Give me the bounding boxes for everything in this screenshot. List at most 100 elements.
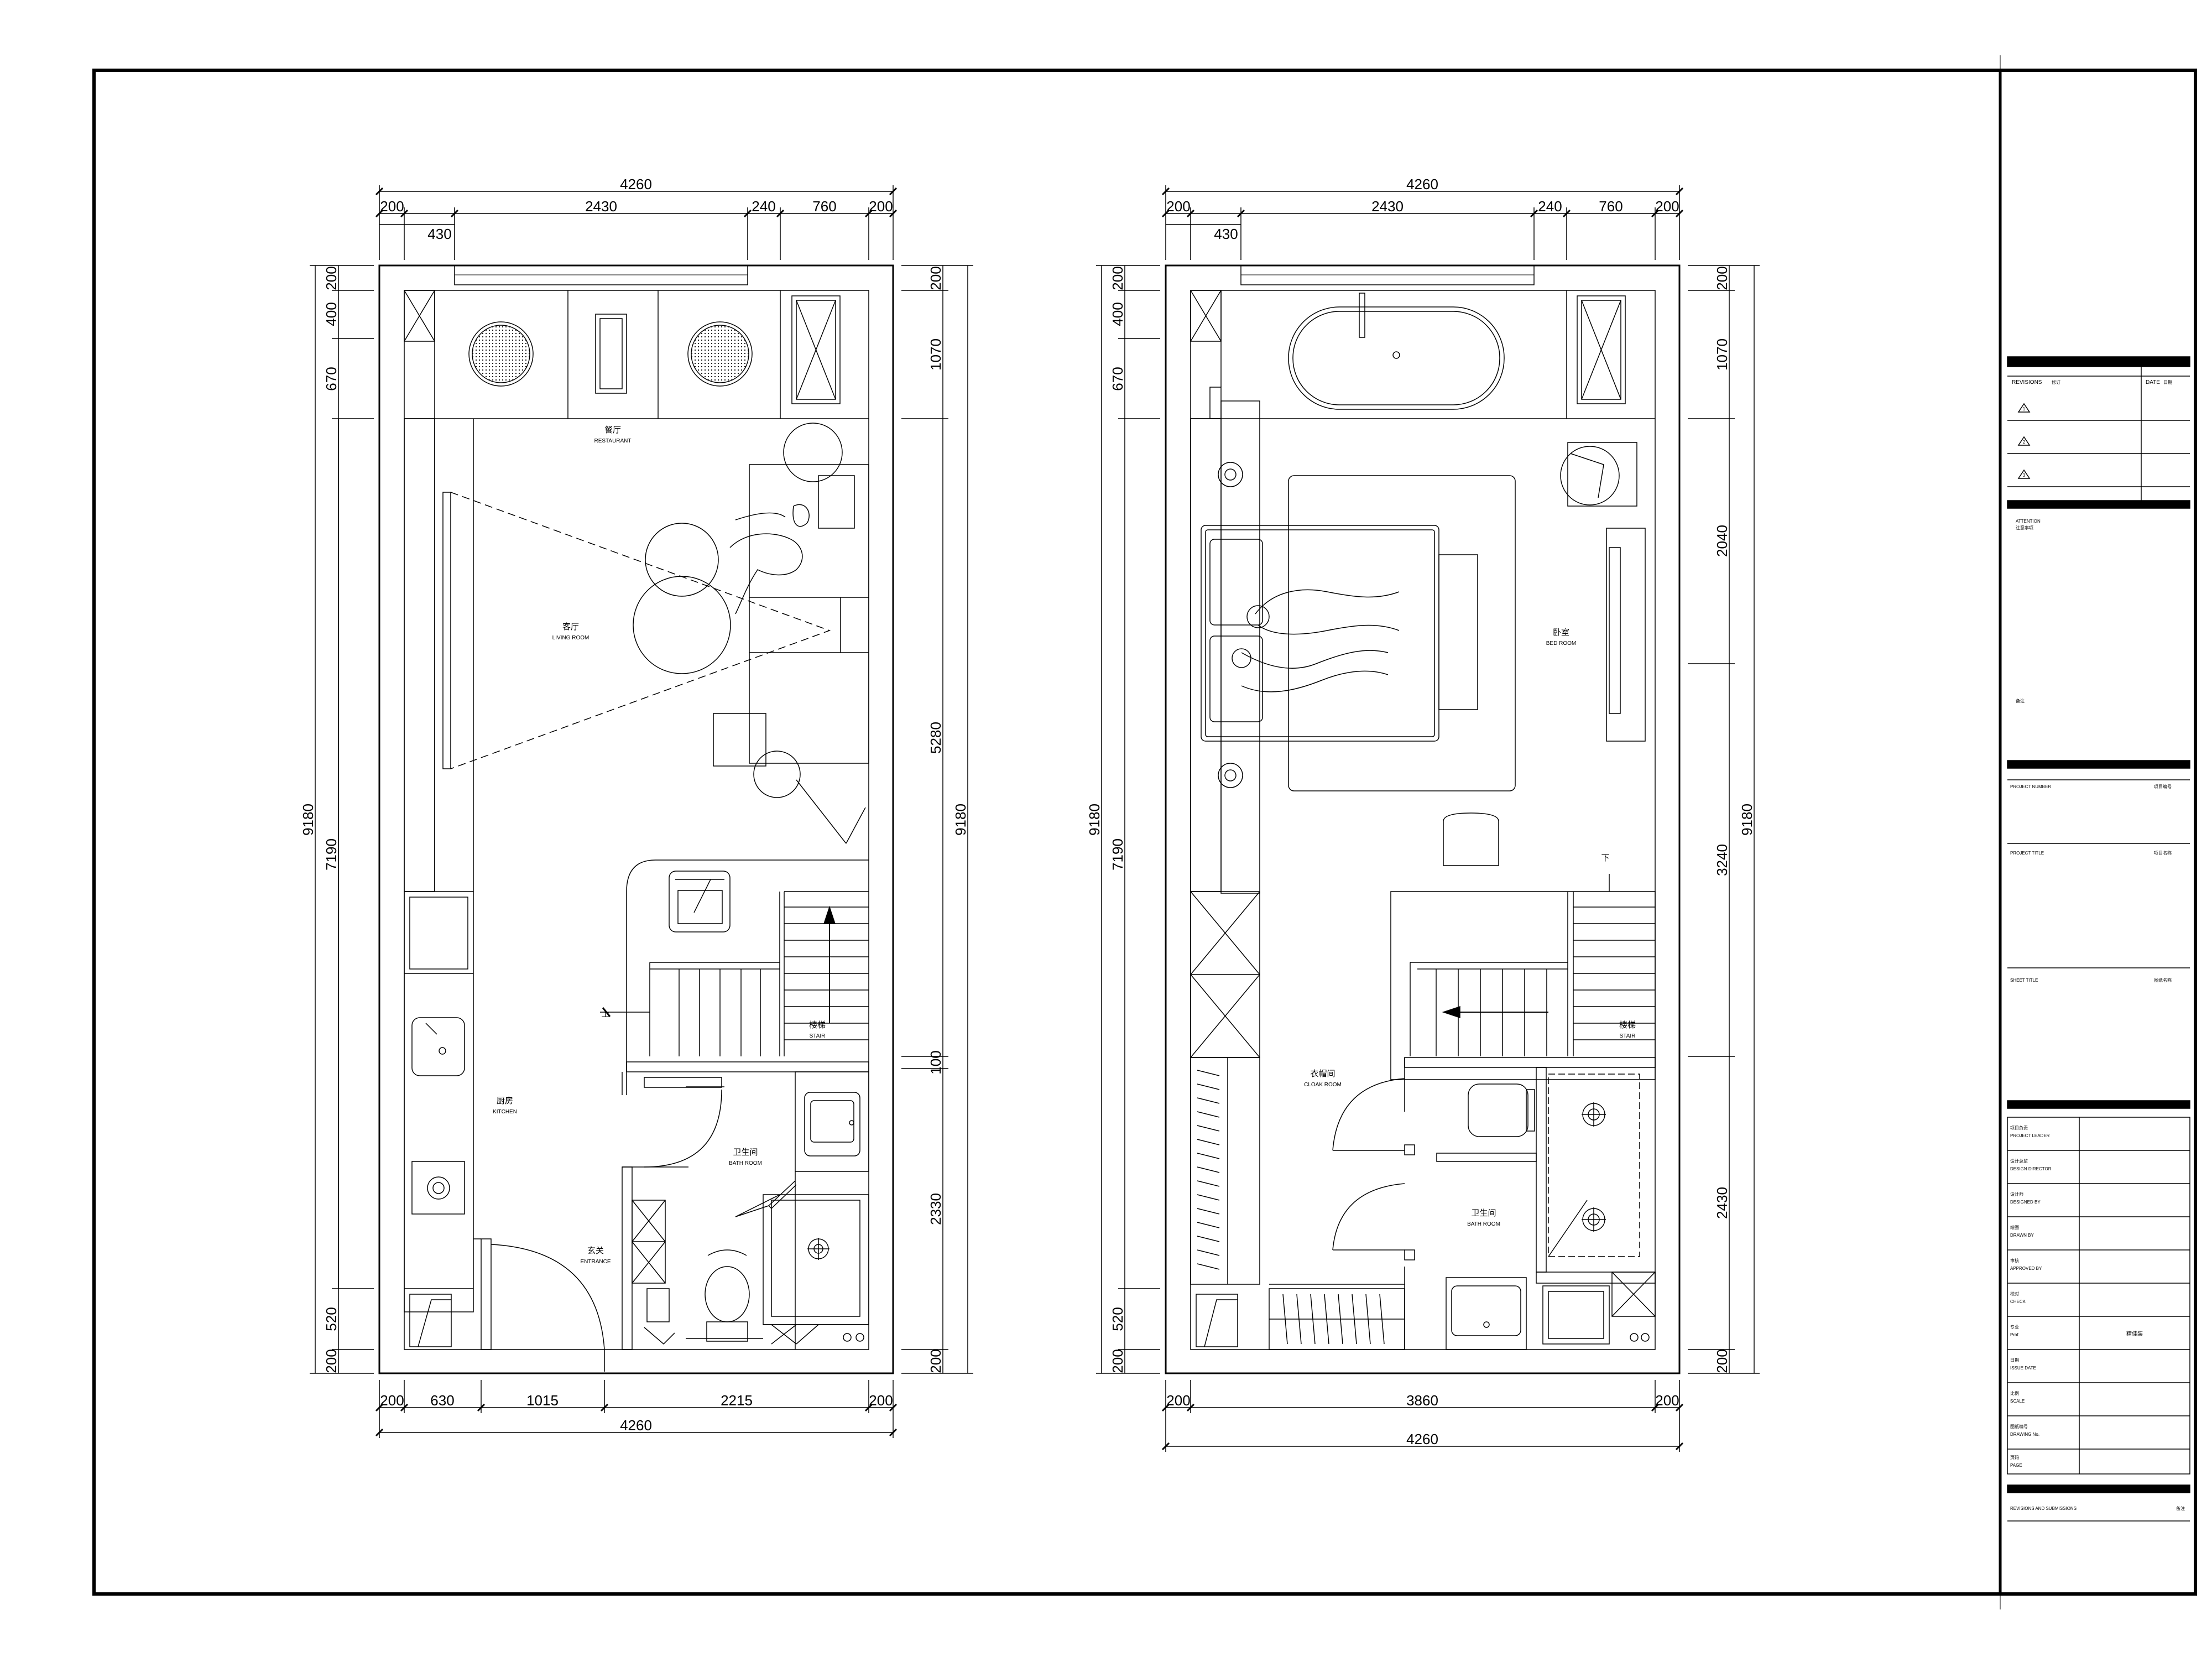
plan1-dim-left-4: 520 (323, 1307, 340, 1331)
tb-sheet-title-cn: 图纸名称 (2154, 977, 2172, 983)
plan1-dim-right-1: 200 (927, 266, 944, 290)
plan1-dim-left-inner: 7190 (323, 838, 340, 871)
plan1-dim-right-3: 5280 (927, 722, 944, 754)
plan1-dim-left-1: 200 (323, 266, 340, 290)
plan-lower-floor: 4260 200 2430 240 760 200 430 (300, 176, 973, 1438)
plan2-bottom-dim-text: 200 3860 200 4260 (1166, 1392, 1679, 1447)
plan1-dim-bottom-5: 200 (869, 1392, 893, 1409)
plan1-stair-up: 上 (601, 1009, 609, 1019)
plan2-room-labels: 卧室 BED ROOM 下 楼梯 STAIR 衣帽间 CLOAK ROOM 卫生… (1304, 628, 1636, 1227)
plan1-dim-top-3: 240 (752, 198, 775, 215)
plan1-dim-left-5: 200 (323, 1349, 340, 1373)
plan1-dim-top-4: 760 (812, 198, 836, 215)
tb-row-10-cn: 图纸编号 (2010, 1424, 2028, 1429)
plan1-dim-left-outer: 9180 (300, 804, 316, 836)
plan1-label-entrance-cn: 玄关 (587, 1246, 604, 1255)
plan-upper-floor: 4260 200 2430 240 760 200 430 200 3860 (1086, 176, 1760, 1452)
plan1-dim-right-outer: 9180 (952, 804, 969, 836)
tb-row-10-en: DRAWING No. (2010, 1432, 2039, 1437)
plan1-dim-right-6: 200 (927, 1349, 944, 1373)
tb-project-title: PROJECT TITLE (2010, 851, 2044, 856)
plan1-dim-bottom-1: 200 (380, 1392, 404, 1409)
plan2-dim-bottom-1: 200 (1166, 1392, 1190, 1409)
tb-submissions-cn: 备注 (2176, 1505, 2185, 1511)
plan2-walls (1165, 264, 1681, 1374)
tb-sheet-title: SHEET TITLE (2010, 978, 2038, 983)
tb-row-4-cn: 绘图 (2010, 1225, 2019, 1230)
plan2-top-dim-text: 4260 200 2430 240 760 200 430 (1166, 176, 1679, 242)
plan1-dim-top-5: 200 (869, 198, 893, 215)
plan1-label-stair-en: STAIR (810, 1033, 826, 1039)
tb-row-11-cn: 页码 (2010, 1455, 2019, 1460)
plan2-dim-top-sub: 430 (1214, 226, 1238, 242)
tb-date: DATE (2146, 379, 2160, 385)
plan2-label-bed-cn: 卧室 (1553, 628, 1569, 637)
tb-submissions: REVISIONS AND SUBMISSIONS (2010, 1506, 2077, 1511)
plan1-dim-right-4: 100 (927, 1050, 944, 1074)
tb-project-number-cn: 项目编号 (2154, 784, 2172, 789)
tb-row-9-en: SCALE (2010, 1399, 2025, 1404)
plan2-dim-right-outer: 9180 (1739, 804, 1755, 836)
tb-note-cn: 备注 (2016, 698, 2025, 704)
plan1-dim-top-1: 200 (380, 198, 404, 215)
plan2-dim-right-3: 2040 (1714, 525, 1730, 557)
tb-row-8-en: ISSUE DATE (2010, 1366, 2036, 1371)
plan2-label-bath-en: BATH ROOM (1467, 1221, 1500, 1227)
plan1-bottom-dim-text: 200 630 1015 2215 200 4260 (380, 1392, 893, 1434)
plan2-left-dim-text: 9180 7190 200 400 670 520 200 (1086, 266, 1126, 1373)
tb-project-title-cn: 项目名称 (2154, 850, 2172, 856)
plan1-bottom-dims (375, 1380, 898, 1438)
plan1-label-kitchen-en: KITCHEN (493, 1109, 517, 1115)
plan2-interior (1190, 290, 1656, 1350)
tb-revisions: REVISIONS (2012, 379, 2042, 385)
plan2-label-bed-en: BED ROOM (1546, 640, 1576, 647)
plan1-dim-bottom-3: 1015 (526, 1392, 559, 1409)
plan1-left-dim-text: 9180 7190 200 400 670 520 200 (300, 266, 340, 1373)
plan2-dim-left-outer: 9180 (1086, 804, 1103, 836)
plan1-label-bath-cn: 卫生间 (733, 1148, 758, 1157)
plan2-stair-down: 下 (1601, 853, 1609, 863)
tb-row-9-cn: 比例 (2010, 1390, 2019, 1396)
plan2-dim-top-total: 4260 (1406, 176, 1438, 192)
tb-row-5-cn: 审核 (2010, 1258, 2019, 1263)
plan2-dim-right-4: 3240 (1714, 844, 1730, 876)
plan1-label-restaurant-cn: 餐厅 (604, 425, 621, 435)
plan2-dim-left-5: 200 (1109, 1349, 1126, 1373)
tb-row-7-cn: 专业 (2010, 1324, 2019, 1330)
plan2-dim-left-3: 670 (1109, 367, 1126, 390)
plan1-walls (378, 264, 894, 1374)
plan2-dim-left-4: 520 (1109, 1307, 1126, 1331)
plan2-top-dims (1161, 185, 1684, 260)
tb-row-2-cn: 设计总监 (2010, 1158, 2028, 1164)
plan1-dim-bottom-2: 630 (430, 1392, 454, 1409)
plan1-interior (404, 290, 869, 1372)
tb-date-cn: 日期 (2163, 380, 2172, 385)
plan2-bottom-dims (1161, 1380, 1684, 1452)
rev-mark-2: 2 (2023, 440, 2026, 445)
title-block: 1 2 3 REVISIONS 修订 DATE 日期 ATTENTION 注意事… (2007, 356, 2190, 1522)
plan1-dim-top-sub: 430 (427, 226, 451, 242)
tb-row-5-en: APPROVED BY (2010, 1266, 2042, 1271)
plan1-dim-top-2: 2430 (585, 198, 617, 215)
plan1-label-restaurant-en: RESTAURANT (594, 438, 631, 444)
plan2-dim-bottom-2: 3860 (1406, 1392, 1438, 1409)
plan2-dim-right-6: 200 (1714, 1349, 1730, 1373)
plan2-label-stair-cn: 楼梯 (1619, 1020, 1636, 1030)
tb-row-11-en: PAGE (2010, 1463, 2022, 1468)
plan1-right-dims (901, 265, 973, 1374)
tb-row-6-cn: 校对 (2010, 1291, 2019, 1296)
plan1-dim-left-3: 670 (323, 367, 340, 390)
plan1-dim-bottom-4: 2215 (721, 1392, 753, 1409)
plan2-dim-top-2: 2430 (1371, 198, 1404, 215)
tb-row-8-cn: 日期 (2010, 1358, 2019, 1363)
plan2-left-dims (1096, 265, 1160, 1374)
plan1-label-entrance-en: ENTRANCE (580, 1259, 611, 1265)
plan2-dim-top-4: 760 (1599, 198, 1623, 215)
plan2-dim-left-2: 400 (1109, 302, 1126, 326)
sheet-border (92, 55, 2197, 1609)
plan1-label-living-cn: 客厅 (562, 622, 579, 632)
tb-row-4-en: DRAWN BY (2010, 1233, 2034, 1238)
tb-attention: ATTENTION (2016, 519, 2041, 524)
tb-prof-value: 精佳装 (2126, 1330, 2143, 1337)
